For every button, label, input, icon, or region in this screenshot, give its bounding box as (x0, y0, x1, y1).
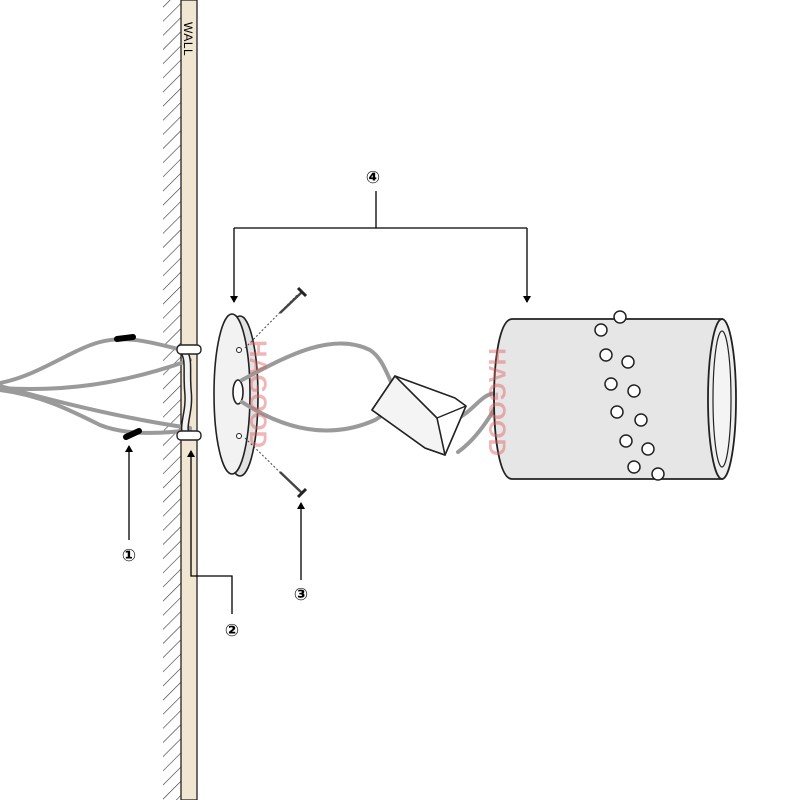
screw-bottom-head (296, 487, 308, 499)
perforation (634, 413, 648, 427)
perforation (619, 434, 633, 448)
wire-cap-upper (114, 334, 136, 342)
supply-wires (0, 337, 192, 435)
canopy-screw-hole-top (236, 347, 242, 353)
screw-top-shank (279, 291, 303, 314)
socket-face (371, 375, 446, 456)
supply-wire-cross (0, 358, 192, 392)
callout-4-leader (230, 191, 531, 303)
lamp-socket (371, 375, 467, 456)
screws (244, 286, 308, 499)
canopy (213, 313, 259, 477)
perforation (613, 310, 627, 324)
bracket-bar-inner (180, 348, 191, 437)
callout-1: ① (122, 546, 136, 566)
mounting-bracket (176, 344, 202, 441)
wire-cap-lower (123, 428, 142, 440)
canopy-screw-hole-bottom (236, 433, 242, 439)
supply-wire-cross-2 (0, 384, 192, 430)
perforation (627, 384, 641, 398)
watermarks: HAGOOD HAGOOD (244, 340, 510, 456)
shade-inner-rim (712, 330, 732, 468)
screw-bottom-shank (279, 471, 303, 494)
watermark-canopy: HAGOOD (244, 340, 271, 448)
cord-upper (240, 341, 400, 397)
wall-label: WALL (181, 22, 195, 56)
callout-2-leader (187, 450, 233, 614)
screw-bottom (279, 471, 308, 499)
perforation (599, 348, 613, 362)
wire-end-caps (114, 334, 142, 440)
cylinder-shade (493, 310, 737, 481)
canopy-center-hole (232, 379, 244, 405)
screw-top (279, 286, 308, 314)
shade-perforations (594, 310, 665, 481)
screw-path-top (244, 293, 299, 349)
perforation (594, 323, 608, 337)
socket-edge (436, 405, 467, 419)
perforation (621, 355, 635, 369)
supply-wire-top (0, 337, 192, 385)
perforation (651, 467, 665, 481)
callout-labels: ① ② ③ ④ (122, 168, 380, 641)
perforation (641, 442, 655, 456)
callout-3: ③ (294, 585, 308, 605)
bracket-clip-bottom (176, 430, 202, 441)
callout-2: ② (225, 621, 239, 641)
screw-top-head (296, 286, 308, 298)
perforation (604, 377, 618, 391)
wall-hatching (163, 0, 182, 800)
perforation (610, 405, 624, 419)
callout-4: ④ (366, 168, 380, 188)
watermark-shade: HAGOOD (483, 348, 510, 456)
bracket-clip-top (176, 344, 202, 355)
shade-body (493, 318, 723, 480)
perforation (627, 460, 641, 474)
